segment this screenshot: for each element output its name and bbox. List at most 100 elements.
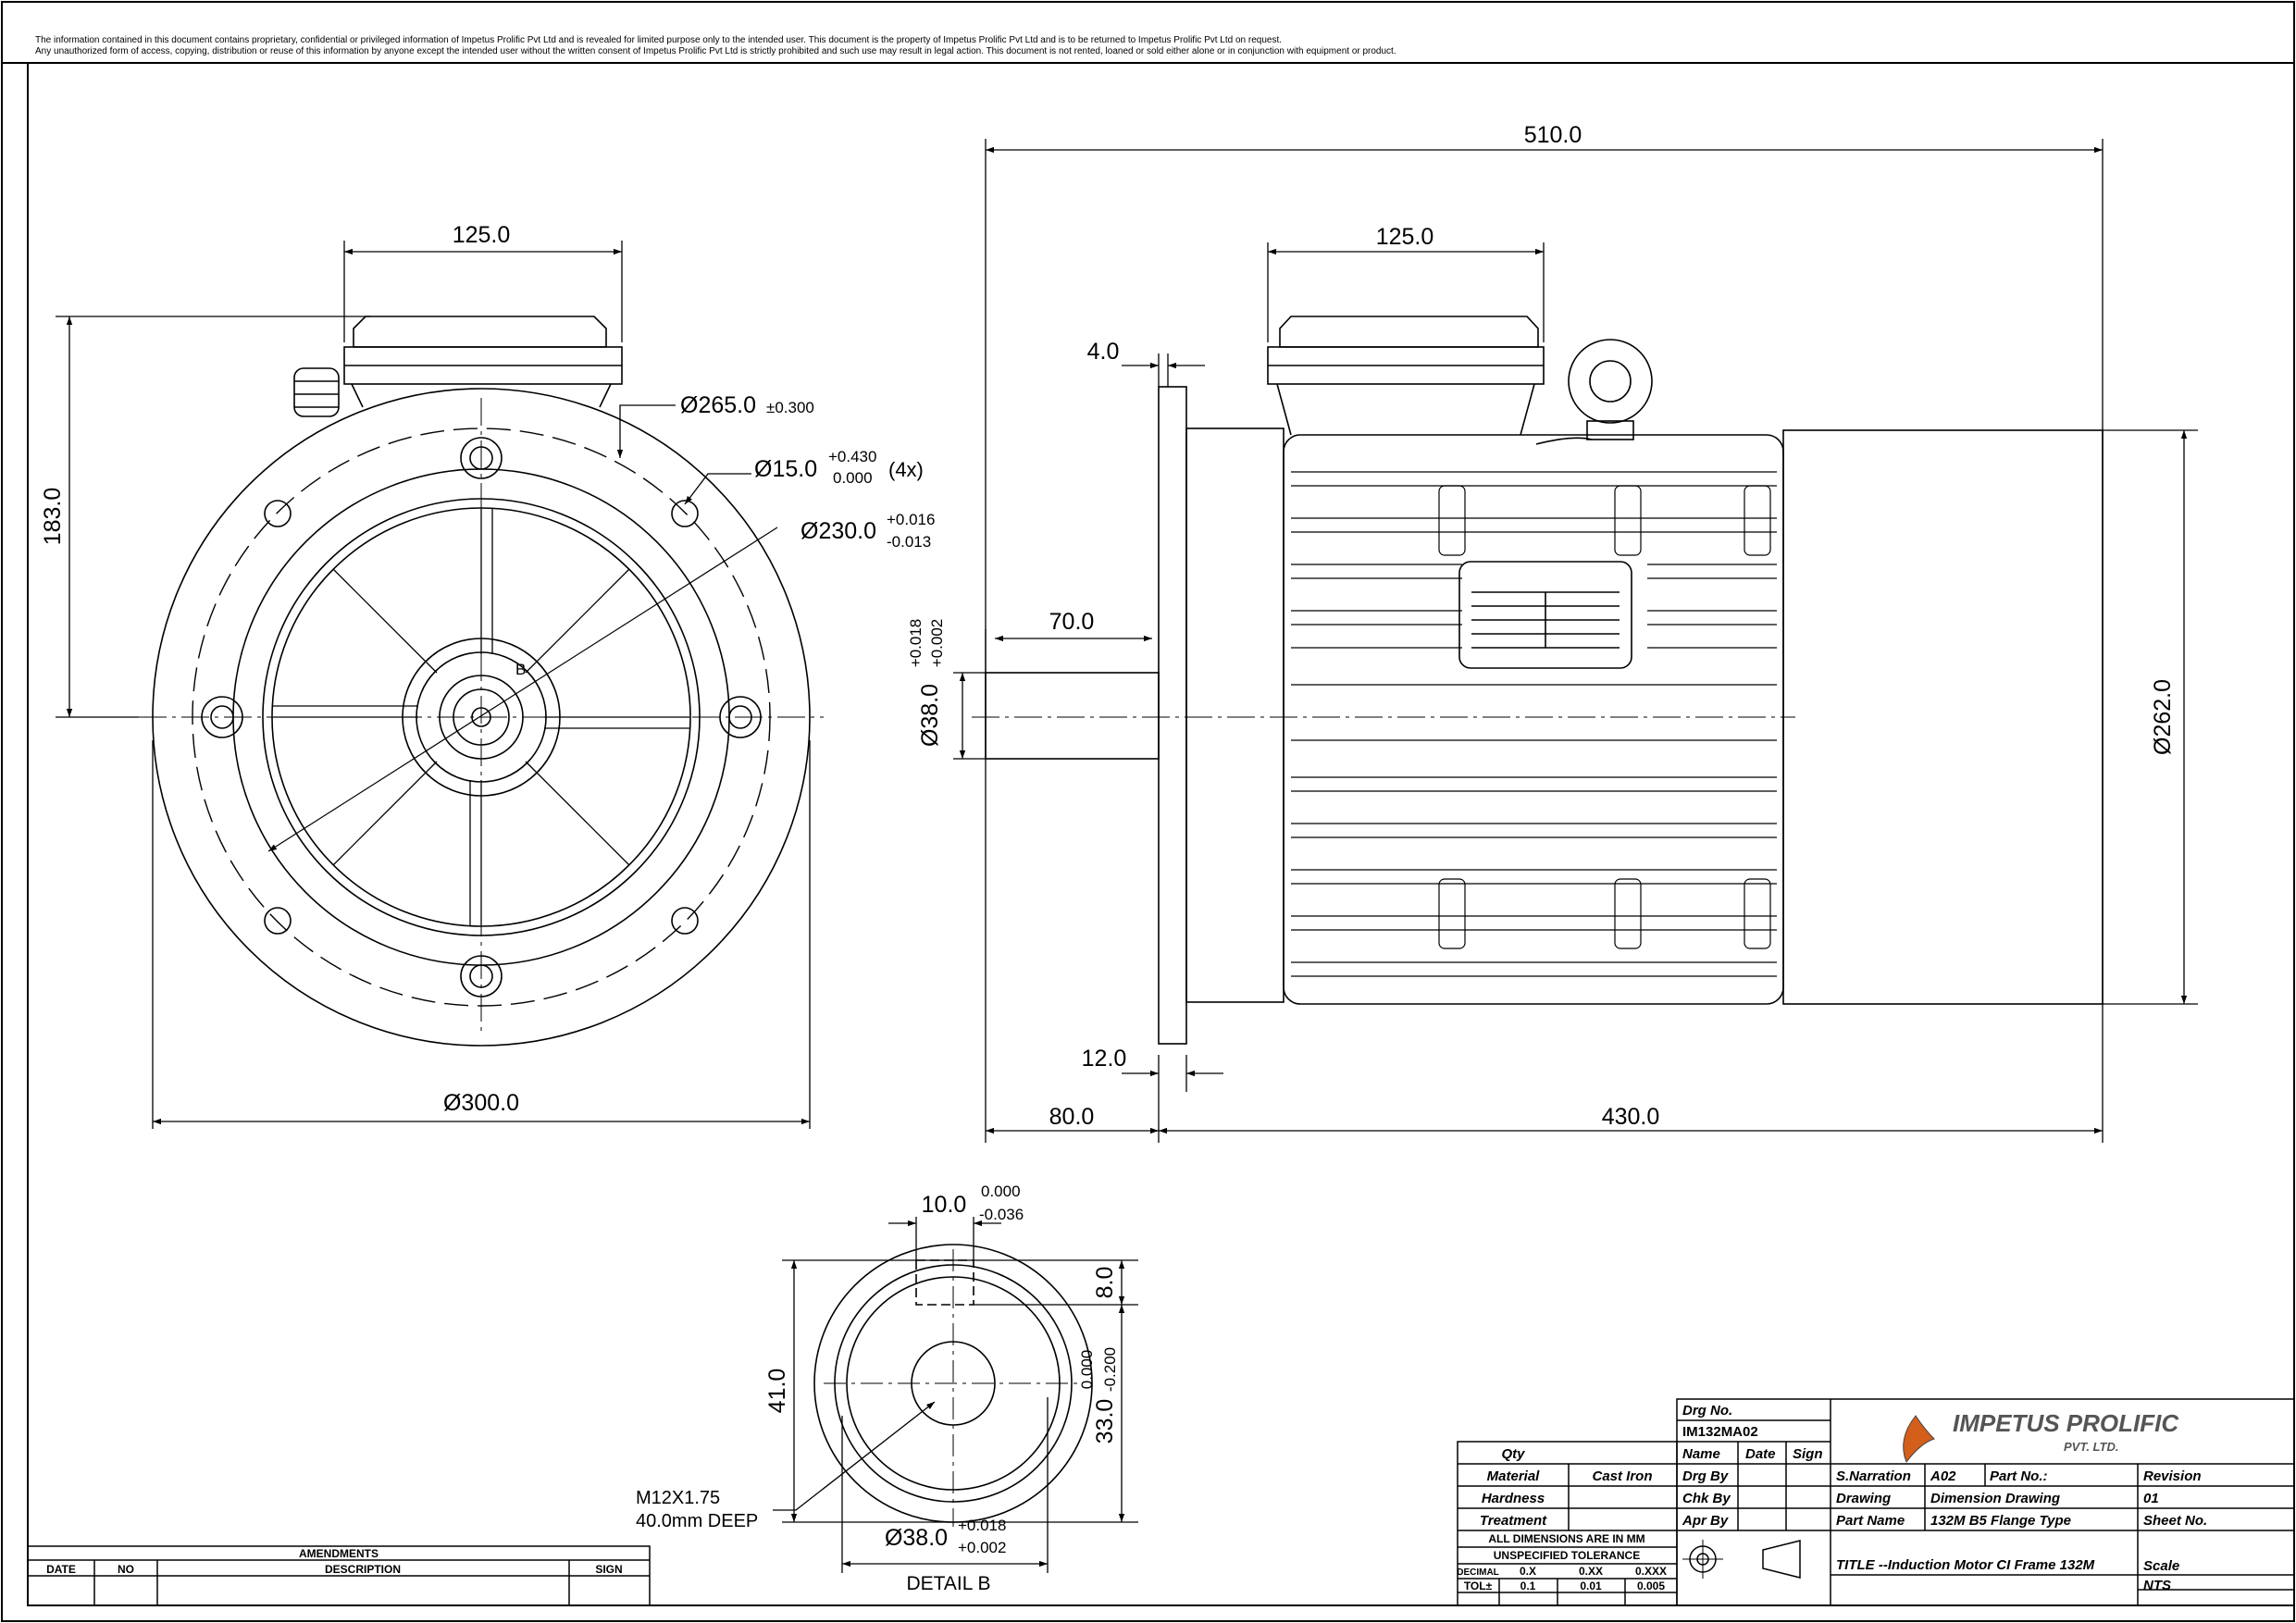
title-block	[1457, 1398, 2295, 1606]
confidentiality-line-2: Any unauthorized form of access, copying…	[35, 46, 1396, 56]
tb-material-label: Material	[1487, 1468, 1541, 1484]
tb-scale-label: Scale	[2143, 1558, 2179, 1574]
tb-name: Name	[1682, 1446, 1720, 1462]
dim-shaft-total: 41.0	[764, 1369, 790, 1414]
confidentiality-line-1: The information contained in this docume…	[35, 35, 1283, 45]
tb-t2: 0.01	[1580, 1580, 1602, 1592]
tb-title: TITLE --Induction Motor CI Frame 132M	[1836, 1557, 2095, 1573]
detail-ref-b: B	[515, 661, 526, 678]
tb-treatment: Treatment	[1480, 1513, 1547, 1529]
tb-s-narration-label: S.Narration	[1836, 1468, 1911, 1484]
tb-scale: NTS	[2143, 1578, 2171, 1593]
tol-pcd: ±0.300	[766, 399, 814, 416]
detail-b-text: 10.0 0.000 -0.036 8.0 41.0 33.0 0.000 -0…	[636, 1183, 1119, 1594]
terminal-box-side	[1267, 316, 1545, 436]
dim-bolt-hole: Ø15.0	[754, 456, 817, 482]
dim-flange-dia: Ø300.0	[443, 1090, 519, 1116]
side-dim-text: 510.0 125.0 4.0 70.0 Ø38.0 +0.018 +0.002…	[907, 122, 2176, 1130]
tb-sign: Sign	[1793, 1446, 1823, 1462]
lifting-eye	[1535, 339, 1653, 445]
tb-d2: 0.XX	[1579, 1565, 1603, 1578]
front-dimensions	[56, 241, 811, 1129]
tol-keyway-lower: -0.200	[1101, 1347, 1119, 1392]
terminal-box-front	[343, 316, 623, 408]
detail-b	[813, 1244, 1093, 1527]
keyway	[915, 1259, 974, 1306]
dim-keyway-base: 33.0	[1092, 1399, 1118, 1444]
dim-pcd: Ø265.0	[680, 392, 756, 418]
dim-key-depth: 8.0	[1092, 1267, 1118, 1299]
dim-front-top-width: 125.0	[453, 222, 511, 248]
tb-part-name-label: Part Name	[1836, 1513, 1905, 1529]
amendments-title: AMENDMENTS	[299, 1547, 379, 1560]
tb-dims-note: ALL DIMENSIONS ARE IN MM	[1488, 1532, 1644, 1545]
motor-body	[1283, 434, 1784, 1005]
tb-drawing: Dimension Drawing	[1930, 1491, 2060, 1506]
amendments-text: AMENDMENTS DATE NO DESCRIPTION SIGN	[46, 1547, 623, 1576]
cable-gland	[293, 367, 340, 417]
tol-spigot-lower: -0.013	[887, 533, 931, 551]
tb-hardness: Hardness	[1482, 1491, 1545, 1506]
dim-shaft-extension: 80.0	[1049, 1104, 1095, 1130]
tb-part-name: 132M B5 Flange Type	[1930, 1513, 2071, 1529]
tb-part-no-label: Part No.:	[1990, 1468, 2048, 1484]
dim-terminal-box-width: 125.0	[1376, 224, 1434, 250]
cooling-fins	[1291, 471, 1777, 977]
thread-note-1: M12X1.75	[636, 1488, 720, 1508]
tb-material: Cast Iron	[1592, 1468, 1652, 1484]
amendments-col-desc: DESCRIPTION	[325, 1563, 401, 1576]
tb-d1: 0.X	[1520, 1565, 1536, 1578]
tb-drg-no: IM132MA02	[1682, 1424, 1758, 1440]
amendments-col-date: DATE	[46, 1563, 76, 1576]
amendments-col-no: NO	[118, 1563, 134, 1576]
tb-s-narration: A02	[1930, 1468, 1956, 1484]
nameplate	[1458, 561, 1632, 669]
tb-company-sub: PVT. LTD.	[2064, 1440, 2118, 1454]
tb-d3: 0.XXX	[1635, 1565, 1667, 1578]
tol-key-lower: -0.036	[979, 1206, 1024, 1223]
tol-shaft-lower: +0.002	[928, 619, 946, 667]
fan-cowl	[1782, 429, 2104, 1005]
tb-date: Date	[1745, 1446, 1776, 1462]
shaft	[985, 672, 1160, 760]
dim-body-dia: Ø262.0	[2150, 679, 2176, 755]
dim-body-length: 430.0	[1602, 1104, 1660, 1130]
dim-key-width: 10.0	[922, 1192, 967, 1218]
front-view	[139, 316, 824, 1047]
tb-decimal: DECIMAL	[1457, 1567, 1499, 1578]
tol-detail-dia-upper: +0.018	[958, 1517, 1006, 1534]
dim-detail-dia: Ø38.0	[885, 1525, 948, 1551]
amendments-table	[27, 1545, 651, 1606]
tol-bolt-hole-upper: +0.430	[828, 448, 876, 465]
company-logo-icon	[1903, 1415, 1935, 1464]
tol-detail-dia-lower: +0.002	[958, 1539, 1006, 1556]
tol-bolt-hole-lower: 0.000	[833, 469, 873, 487]
side-dimensions	[953, 139, 2198, 1143]
tb-tol-note: UNSPECIFIED TOLERANCE	[1494, 1549, 1640, 1562]
tb-chk-by: Chk By	[1682, 1491, 1731, 1506]
tb-sheet-no-label: Sheet No.	[2143, 1513, 2207, 1529]
title-block-text: Drg No. IM132MA02 Name Date Sign Qty Mat…	[1457, 1403, 2207, 1593]
dim-shaft-length: 70.0	[1049, 609, 1095, 635]
amendments-col-sign: SIGN	[595, 1563, 622, 1576]
tb-drg-no-label: Drg No.	[1682, 1403, 1732, 1419]
tol-spigot-upper: +0.016	[887, 511, 935, 528]
tol-keyway-upper: 0.000	[1078, 1350, 1096, 1390]
detail-b-dimensions	[773, 1217, 1138, 1573]
tol-shaft-upper: +0.018	[907, 619, 925, 667]
tb-drawing-label: Drawing	[1836, 1491, 1891, 1506]
hole-count: (4x)	[888, 458, 924, 481]
tb-company: IMPETUS PROLIFIC	[1953, 1409, 2179, 1437]
dim-shaft-dia: Ø38.0	[917, 684, 943, 747]
dim-flange-thickness: 12.0	[1082, 1046, 1127, 1072]
front-dim-text: 125.0 183.0 Ø265.0 ±0.300 Ø15.0 +0.430 0…	[40, 222, 935, 1116]
dim-front-height: 183.0	[40, 488, 66, 546]
side-view	[972, 316, 2104, 1045]
dim-overall-length: 510.0	[1524, 122, 1582, 148]
tb-revision: 01	[2143, 1491, 2159, 1506]
thread-note-2: 40.0mm DEEP	[636, 1511, 758, 1531]
tb-tol: TOL±	[1464, 1580, 1493, 1592]
tb-qty: Qty	[1501, 1446, 1525, 1462]
